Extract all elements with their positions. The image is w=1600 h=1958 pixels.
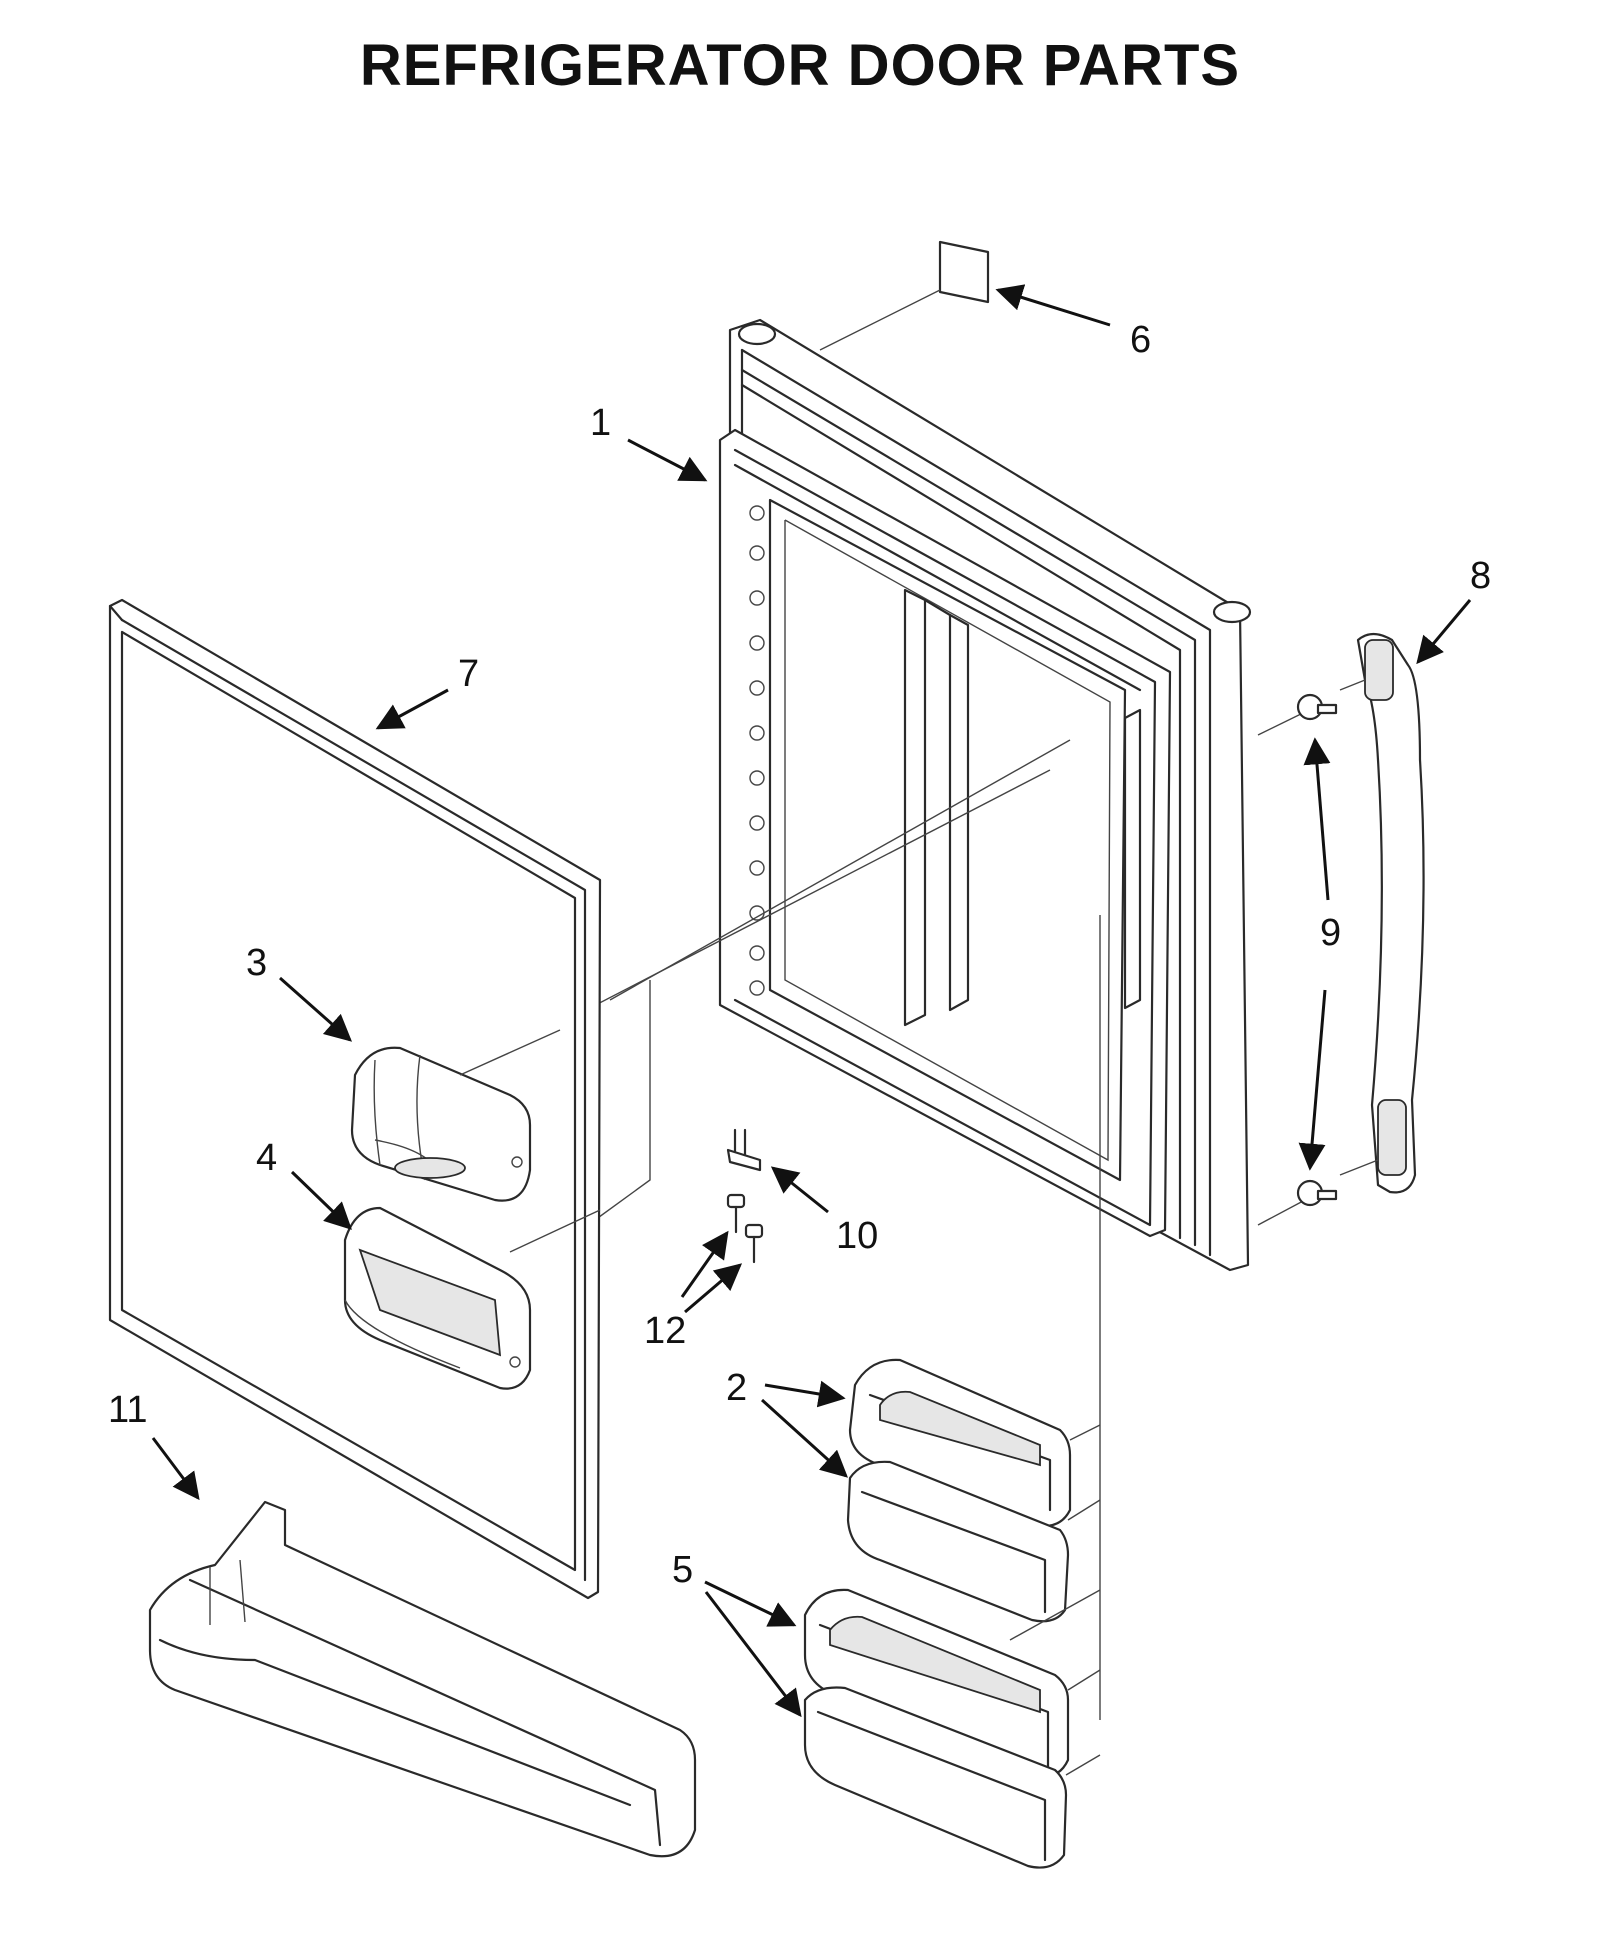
- callout-9: 9: [1320, 912, 1341, 954]
- part-3-dispenser-cover: [350, 1029, 561, 1202]
- part-8-handle: [1257, 632, 1425, 1226]
- part-11-door-bin: [148, 1500, 697, 1858]
- door-shelf-supports: [749, 505, 765, 996]
- part-1-door-assembly: [469, 318, 1252, 1720]
- callout-numbers: 6 1 7 8 9 3 4 10 12 2 5 11: [108, 319, 1491, 1591]
- callout-3: 3: [246, 942, 267, 984]
- part-2-upper-door-bins: [846, 1358, 1101, 1623]
- callout-2: 2: [726, 1367, 747, 1409]
- part-5-lower-door-bins: [803, 1588, 1101, 1869]
- part-4-dispenser-bin: [343, 1206, 601, 1390]
- callout-6: 6: [1130, 319, 1151, 361]
- part-9-handle-screws: [1296, 693, 1338, 1207]
- callout-11: 11: [108, 1389, 147, 1431]
- callout-4: 4: [256, 1137, 277, 1179]
- part-6-label: [819, 240, 990, 351]
- part-10-hinge-bracket: [726, 1128, 762, 1172]
- callout-arrows: [151, 284, 1472, 1718]
- page-title: REFRIGERATOR DOOR PARTS: [359, 33, 1241, 98]
- callout-8: 8: [1470, 555, 1491, 597]
- callout-1: 1: [590, 402, 611, 444]
- callout-10: 10: [836, 1215, 878, 1257]
- part-12-screws: [726, 1193, 764, 1264]
- callout-7: 7: [458, 653, 479, 695]
- callout-12: 12: [644, 1310, 686, 1352]
- callout-5: 5: [672, 1549, 693, 1591]
